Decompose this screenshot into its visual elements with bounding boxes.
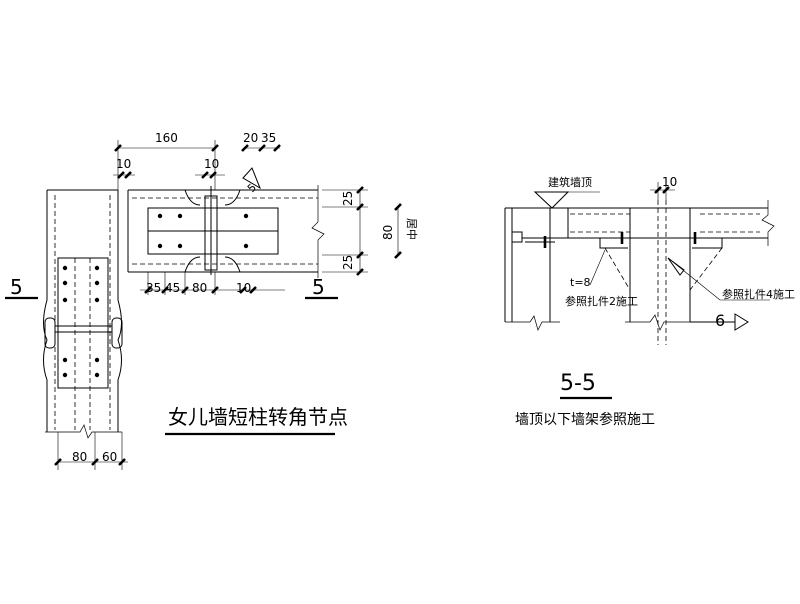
section-ref-6: 6 [715, 311, 725, 330]
dim-10-a: 10 [116, 157, 131, 171]
column-bolts [62, 265, 100, 378]
note-right-piece: 参照扎件4施工 [722, 287, 795, 301]
dim-10-bottom: 10 [236, 281, 251, 295]
dim-10-b: 10 [204, 157, 219, 171]
dim-25-top: 25 [341, 191, 355, 206]
corner-beam [127, 167, 325, 278]
left-detail-title: 女儿墙短柱转角节点 [168, 405, 348, 429]
section-mark-left: 5 [10, 275, 23, 299]
section-title: 5-5 [560, 371, 596, 396]
dim-45: 45 [165, 281, 180, 295]
beam-bolts [157, 213, 249, 249]
note-thickness: t=8 [570, 276, 591, 289]
dim-60-col: 60 [102, 450, 117, 464]
dim-20: 20 [243, 131, 258, 145]
dim-80-bottom: 80 [192, 281, 207, 295]
wall-section [504, 182, 775, 345]
short-column [43, 189, 123, 439]
note-center: 居中 [405, 218, 418, 240]
label-roof: 建筑墙顶 [548, 175, 592, 189]
dim-160: 160 [155, 131, 178, 145]
dim-35-bottom: 35 [146, 281, 161, 295]
dimension-lines-left [54, 140, 402, 470]
dim-35-top: 35 [261, 131, 276, 145]
note-left-piece: 参照扎件2施工 [565, 294, 638, 308]
section-subtitle: 墙顶以下墙架参照施工 [515, 411, 655, 428]
dim-25-bottom: 25 [341, 255, 355, 270]
dim-80-right: 80 [381, 225, 395, 240]
dim-10-right: 10 [662, 175, 677, 189]
section-mark-right: 5 [312, 275, 325, 299]
dim-80-col: 80 [72, 450, 87, 464]
